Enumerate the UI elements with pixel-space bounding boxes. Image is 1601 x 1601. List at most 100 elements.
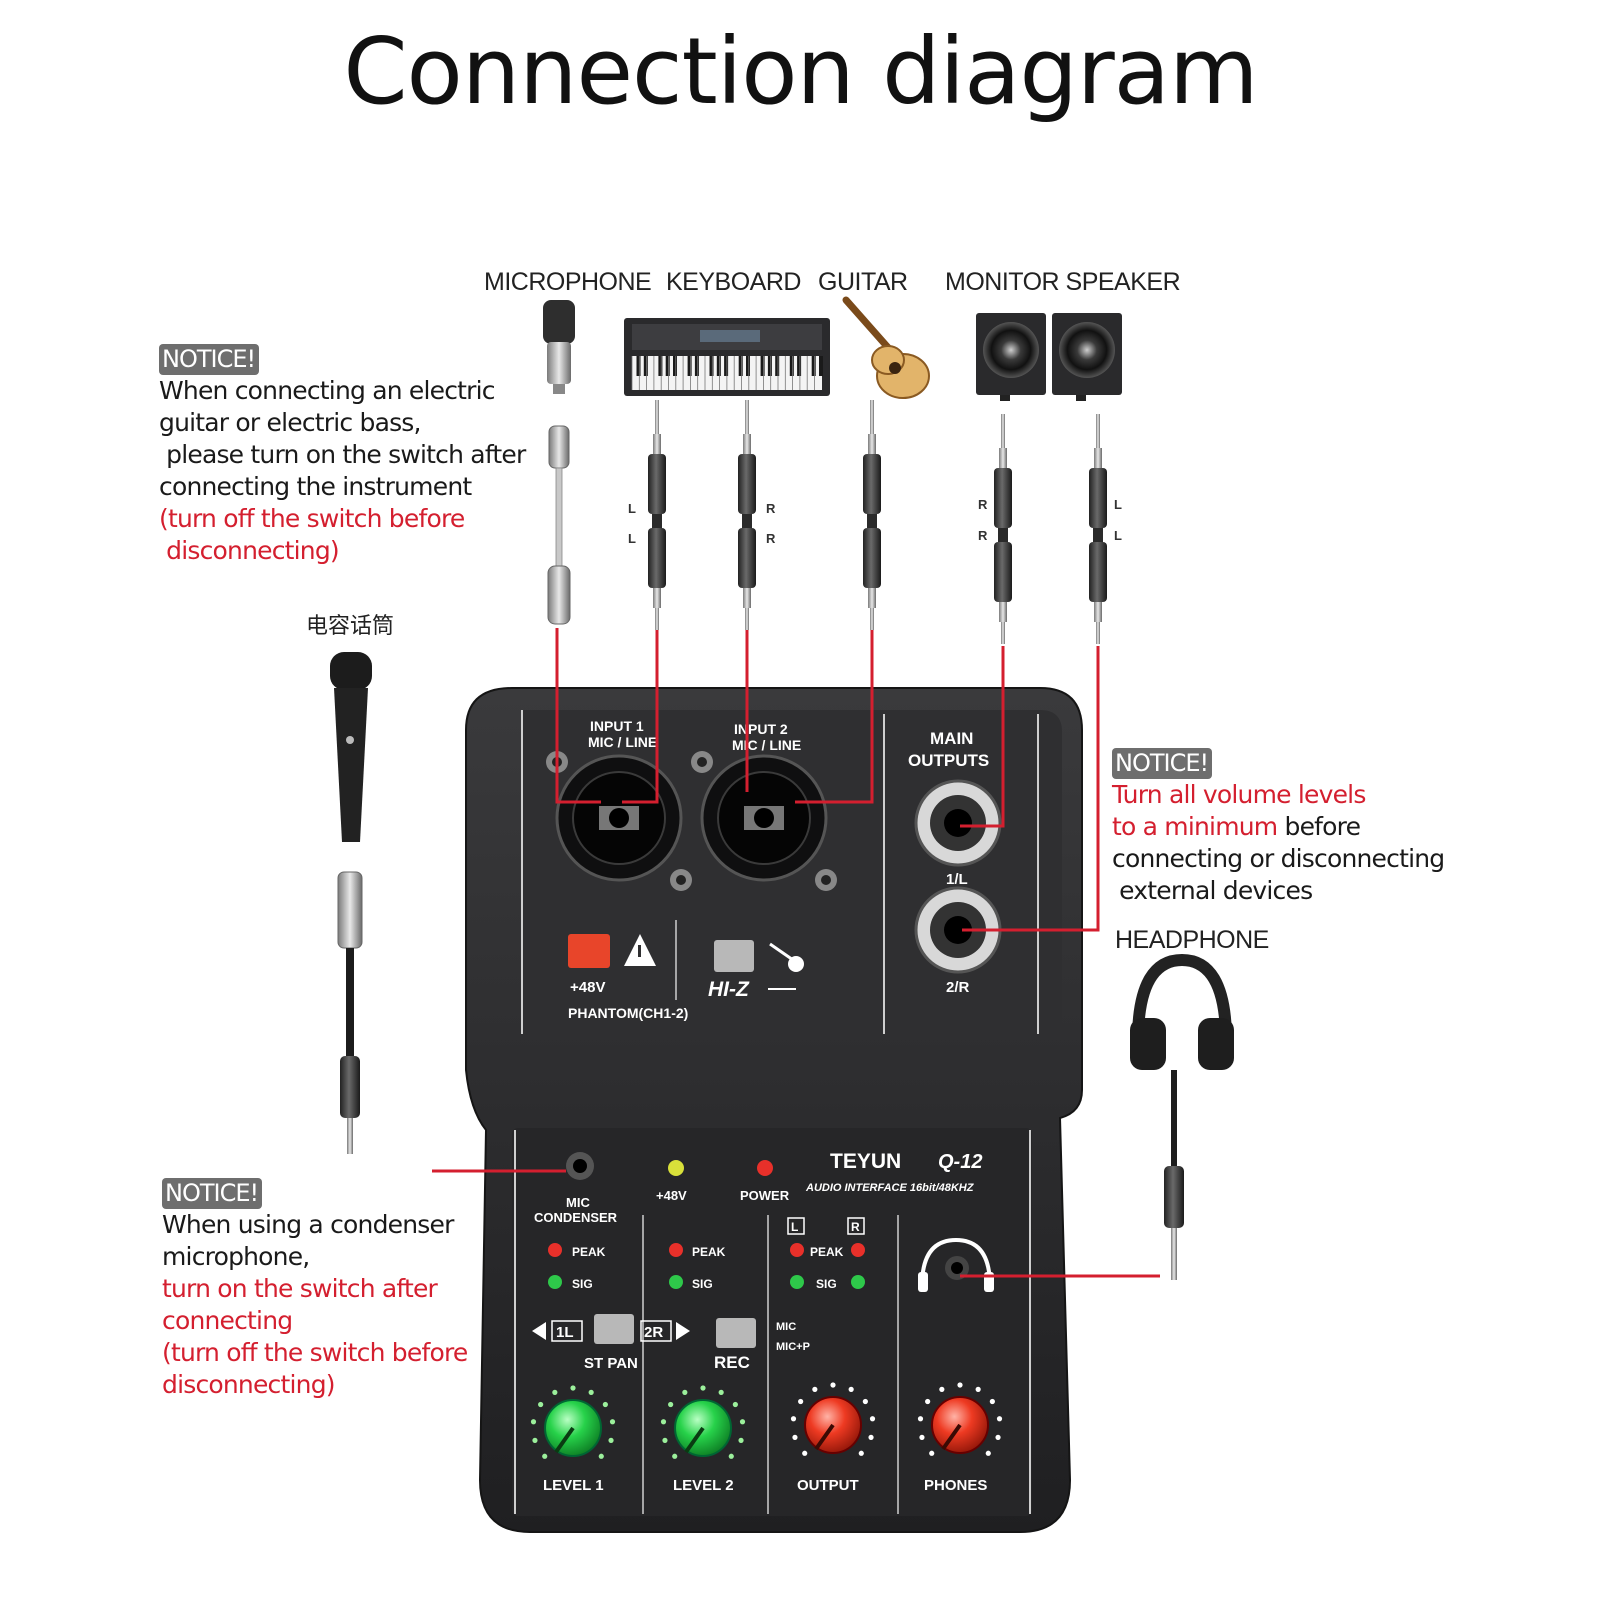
notice-warning: disconnecting) <box>162 1370 336 1399</box>
brand-label: TEYUN <box>830 1150 901 1173</box>
notice-badge: NOTICE! <box>162 1178 263 1209</box>
keyboard-black-key <box>797 356 802 376</box>
level2-meter: PEAK SIG <box>669 1243 726 1291</box>
notice-text: connecting or disconnecting <box>1112 844 1445 873</box>
meter-r-label: R <box>851 1220 860 1234</box>
phantom-power-button[interactable] <box>568 934 610 968</box>
keyboard-black-key <box>789 356 794 376</box>
knob-tick <box>542 1453 548 1459</box>
keyboard-keys <box>631 356 823 390</box>
keyboard-black-key <box>643 356 648 376</box>
hi-z-button[interactable] <box>714 940 754 972</box>
knob-tick <box>668 1401 674 1408</box>
trs-cable-icon <box>863 400 881 630</box>
keyboard-label: KEYBOARD <box>666 268 801 296</box>
main-output-1l-jack[interactable] <box>914 779 1002 867</box>
channel-mark: L <box>1114 497 1122 512</box>
headphone-icon <box>1130 953 1234 1280</box>
level2-label: LEVEL 2 <box>673 1477 734 1494</box>
rec-mic-label: MIC <box>776 1321 796 1333</box>
knob-tick <box>919 1434 925 1440</box>
knob-tick <box>985 1450 991 1456</box>
channel-mark: L <box>1114 528 1122 543</box>
input-1-mic-line-label: MIC / LINE <box>588 734 657 750</box>
main-output-2r-jack[interactable] <box>914 886 1002 974</box>
phones-knob[interactable] <box>931 1396 989 1454</box>
knob-tick <box>995 1434 1001 1440</box>
keyboard-black-key <box>709 356 714 376</box>
monitor-speaker-icon <box>976 313 1122 401</box>
knob-tick <box>738 1437 744 1443</box>
notice-text: When using a condenser <box>162 1210 454 1239</box>
level1-meter: PEAK SIG <box>548 1243 606 1291</box>
input-2-label: INPUT 2 <box>734 721 788 737</box>
pan-2r-label: 2R <box>644 1324 663 1341</box>
guitar-label: GUITAR <box>818 268 908 296</box>
output-knob[interactable] <box>804 1396 862 1454</box>
guitar-small-icon <box>769 942 804 972</box>
knob-tick <box>868 1434 874 1440</box>
notice-condenser: NOTICE! When using a condenser microphon… <box>162 1178 468 1401</box>
knob-tick <box>917 1416 924 1422</box>
knob-tick <box>552 1389 558 1395</box>
knob-tick <box>802 1450 808 1456</box>
knob-tick <box>996 1416 1003 1422</box>
peak-label: PEAK <box>572 1245 606 1259</box>
keyboard-black-key <box>673 356 677 376</box>
knob-tick <box>862 1398 868 1405</box>
led-48v-label: +48V <box>656 1188 687 1203</box>
channel-mark: L <box>628 531 636 546</box>
outputs-label: OUTPUTS <box>908 751 989 770</box>
input-1-combo-jack[interactable] <box>546 751 692 891</box>
subtitle-label: AUDIO INTERFACE 16bit/48KHZ <box>805 1182 975 1194</box>
keyboard-black-key <box>665 356 670 376</box>
condenser-mic-label: 电容话筒 <box>306 614 395 639</box>
rec-micp-label: MIC+P <box>776 1341 810 1353</box>
led-power <box>757 1160 773 1176</box>
level1-label: LEVEL 1 <box>543 1477 604 1494</box>
rec-label: REC <box>714 1353 750 1372</box>
monitor-speaker-label: MONITOR SPEAKER <box>945 268 1181 296</box>
knob-tick <box>858 1450 864 1456</box>
output-label: OUTPUT <box>797 1477 859 1494</box>
model-label: Q-12 <box>938 1151 982 1173</box>
channel-mark: R <box>978 528 988 543</box>
input-2-combo-jack[interactable] <box>691 751 837 891</box>
trs-cable-icon <box>994 414 1012 644</box>
mic-condenser-jack[interactable] <box>566 1152 594 1180</box>
pan-right-arrow-icon <box>676 1322 690 1340</box>
trs-cable-icon <box>648 400 666 630</box>
guitar-icon <box>842 296 930 399</box>
knob-tick <box>602 1401 608 1408</box>
knob-tick <box>608 1437 614 1443</box>
microphone-icon <box>543 300 575 394</box>
knob-tick <box>798 1398 804 1405</box>
level1-knob[interactable] <box>544 1399 602 1457</box>
trs-cable-icon <box>738 400 756 630</box>
knob-tick <box>812 1386 818 1392</box>
led-48v <box>668 1160 684 1176</box>
meter-l-label: L <box>791 1220 798 1234</box>
headphone-jack[interactable] <box>918 1237 994 1292</box>
keyboard-black-key <box>716 356 721 376</box>
mic-label: MIC <box>566 1195 590 1210</box>
knob-tick <box>848 1386 854 1392</box>
hi-z-label: HI-Z <box>708 978 750 1001</box>
knob-tick <box>975 1386 981 1392</box>
keyboard-black-key <box>746 356 750 376</box>
channel-mark: L <box>628 501 636 516</box>
knob-tick <box>728 1453 734 1459</box>
notice-text: before <box>1277 812 1361 841</box>
st-pan-button[interactable] <box>594 1314 634 1344</box>
channel-mark: R <box>766 501 776 516</box>
pan-1l-label: 1L <box>556 1324 574 1341</box>
peak-label: PEAK <box>692 1245 726 1259</box>
sig-label: SIG <box>692 1277 713 1291</box>
pan-left-arrow-icon <box>532 1322 546 1340</box>
connection-wires <box>432 628 1160 1278</box>
st-pan-label: ST PAN <box>584 1355 638 1372</box>
knob-tick <box>989 1398 995 1405</box>
rec-button[interactable] <box>716 1318 756 1348</box>
level2-knob[interactable] <box>674 1399 732 1457</box>
